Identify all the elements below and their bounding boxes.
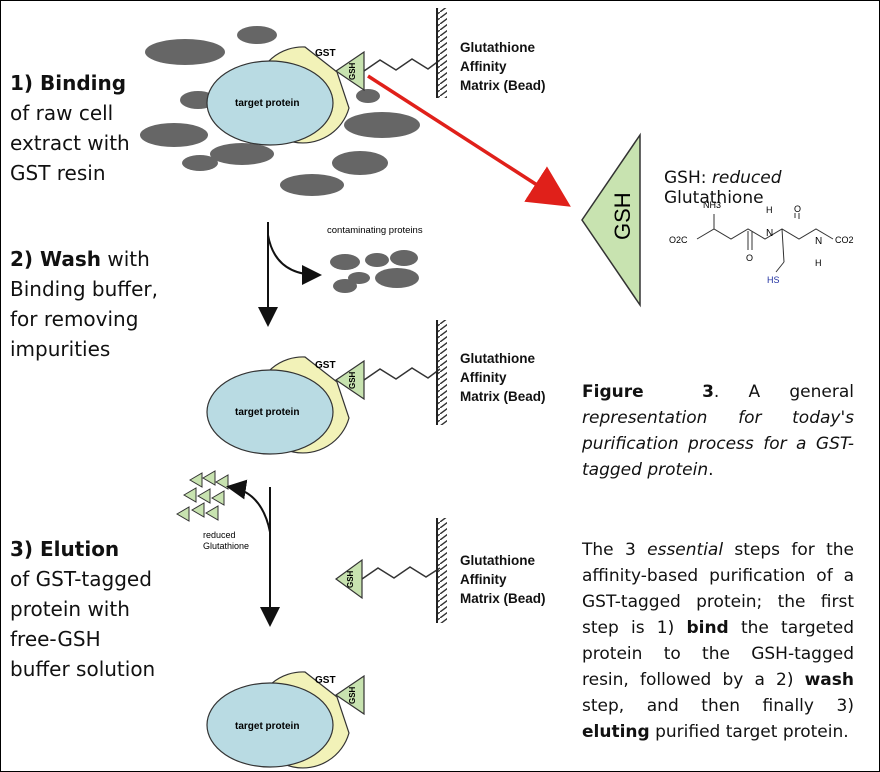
step2-line1: Binding buffer, [10, 277, 158, 301]
amide-h2-label: H [815, 258, 822, 268]
carbonyl-o2-label: O [746, 253, 753, 263]
step3-line4: buffer solution [10, 657, 156, 681]
matrix-label-step1: Glutathione Affinity Matrix (Bead) [460, 40, 546, 93]
step2-heading: 2) Wash [10, 247, 102, 271]
gsh-label: GSH [346, 570, 355, 588]
glutathione-structure [696, 213, 834, 273]
bead-surface-step2 [437, 320, 447, 425]
gst-label: GST [315, 675, 336, 686]
nh3-label: NH3 [703, 200, 721, 210]
step1-text: 1) Binding of raw cell extract with GST … [10, 68, 130, 188]
target-protein-step3 [206, 682, 334, 768]
step3-line1: of GST-tagged [10, 567, 152, 591]
target-protein-label: target protein [235, 98, 299, 109]
wash-branch-arrow [267, 234, 322, 285]
gsh-structure-title: GSH: reduced Glutathione [664, 168, 782, 208]
contaminant-blobs-step2 [330, 250, 419, 293]
figure-caption-italic: representation for today's purification … [582, 408, 854, 480]
step2-heading-rest: with [101, 247, 150, 271]
amide-n1-label: N [766, 228, 773, 239]
step1-line2: extract with [10, 131, 130, 155]
gsh-label: GSH [348, 62, 357, 80]
step1-line3: GST resin [10, 161, 106, 185]
gsh-triangle-label: GSH [610, 192, 635, 240]
bead-surface-step1 [437, 8, 447, 98]
matrix-label-step2: Glutathione Affinity Matrix (Bead) [460, 351, 546, 404]
step3-heading: 3) Elution [10, 537, 120, 561]
linker-chain-step1 [363, 58, 441, 72]
reduced-glutathione-triangles [176, 470, 229, 522]
step2-text: 2) Wash with Binding buffer, for removin… [10, 244, 158, 364]
o2c-label: O2C [669, 235, 688, 245]
gsh-label: GSH [348, 686, 357, 704]
figure-label: Figure [582, 382, 644, 402]
target-protein-label: target protein [235, 407, 299, 418]
linker-chain-step2 [363, 367, 441, 381]
step3-line3: free-GSH [10, 627, 101, 651]
bead-surface-step3 [437, 518, 447, 623]
contaminating-label: contaminating proteins [327, 225, 423, 236]
glutathione-label: Glutathione [203, 541, 249, 551]
step1-heading: 1) Binding [10, 71, 127, 95]
gst-label: GST [315, 48, 336, 59]
target-protein-step2 [206, 369, 334, 455]
elution-branch-arrow [226, 479, 271, 533]
target-protein-step1 [206, 60, 334, 146]
thiol-label: HS [767, 275, 780, 285]
target-protein-label: target protein [235, 721, 299, 732]
zoom-arrow [367, 74, 571, 207]
step2-line2: for removing [10, 307, 139, 331]
gsh-label: GSH [348, 371, 357, 389]
step3-text: 3) Elution of GST-tagged protein with fr… [10, 534, 155, 684]
co2-label: CO2 [835, 235, 854, 245]
reduced-label: reduced [203, 530, 236, 540]
gst-label: GST [315, 360, 336, 371]
figure-caption: Figure 3. A general representation for t… [582, 382, 854, 480]
step3-line2: protein with [10, 597, 130, 621]
step2-line3: impurities [10, 337, 111, 361]
linker-chain-step3 [361, 566, 441, 580]
matrix-label-step3: Glutathione Affinity Matrix (Bead) [460, 553, 546, 606]
description-paragraph: The 3 essential steps for the affinity-b… [582, 540, 854, 742]
carbonyl-o1-label: O [794, 204, 801, 214]
step1-line1: of raw cell [10, 101, 114, 125]
figure-number: 3 [702, 382, 714, 402]
gsh-triangle-large [581, 132, 641, 308]
amide-n2-label: N [815, 236, 822, 247]
gsh-ligand-step3 [334, 674, 365, 716]
amide-h1-label: H [766, 205, 773, 215]
